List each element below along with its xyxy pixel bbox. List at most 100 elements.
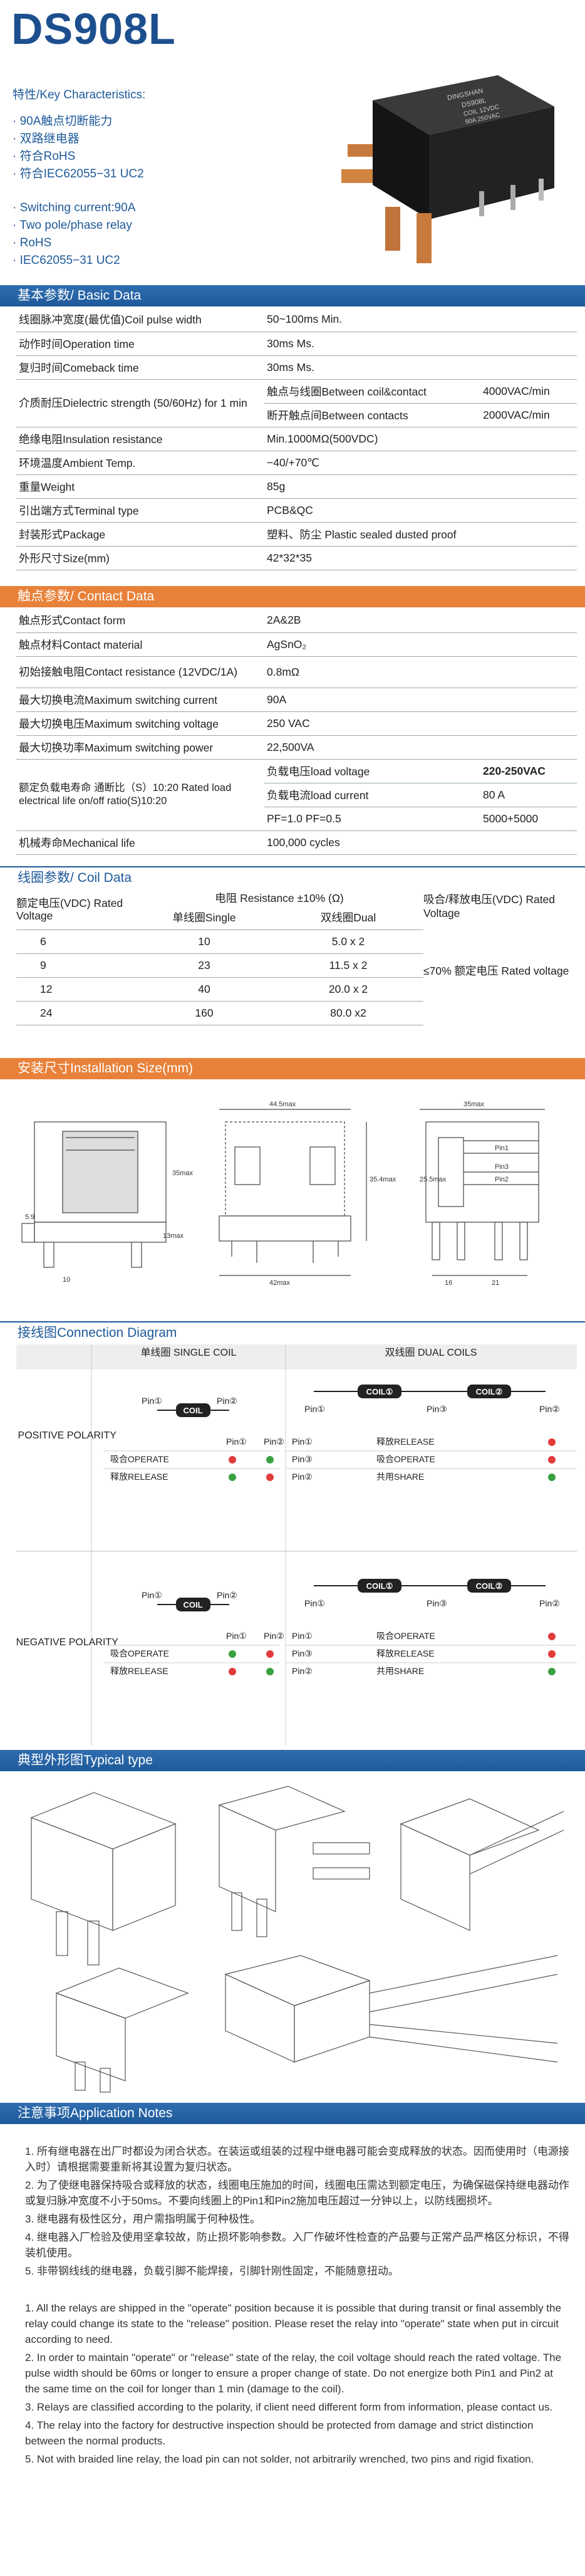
relay-photo: DINGSHAN DS908L COIL 12VDC 90A 250VAC — [341, 75, 554, 263]
coil-release-value: ≤70% 额定电压 Rated voltage — [423, 965, 569, 977]
svg-text:Pin②: Pin② — [264, 1437, 284, 1447]
note-en-2: 2. In order to maintain "operate" or "re… — [25, 2352, 562, 2395]
wiring-positive: 正极性 POSITIVE POLARITY — [16, 1430, 116, 1441]
connection-diagram: 单线圈 SINGLE COIL 双线圈 DUAL COILS 正极性 POSIT… — [16, 1344, 577, 1746]
dim-h: 10 — [63, 1276, 70, 1284]
note-en-1: 1. All the relays are shipped in the "op… — [25, 2302, 561, 2345]
coil-release-heading: 吸合/释放电压(VDC) Rated Voltage — [423, 893, 556, 919]
svg-text:Pin②: Pin② — [217, 1396, 237, 1406]
dim-pin3: Pin3 — [495, 1163, 509, 1171]
dim-m: 16 — [445, 1279, 452, 1287]
key-cn-3: · 符合IEC62055−31 UC2 — [13, 167, 144, 181]
svg-text:Pin②: Pin② — [292, 1472, 313, 1482]
key-en-1: · Two pole/phase relay — [13, 219, 132, 232]
key-cn-0: · 90A触点切断能力 — [13, 115, 113, 128]
svg-text:共用SHARE: 共用SHARE — [376, 1472, 424, 1482]
coil-table: 额定电压(VDC) Rated Voltage 电阻 Resistance ±1… — [16, 890, 577, 1025]
dim-n: 21 — [492, 1279, 499, 1287]
section-coil: 线圈参数/ Coil Data — [0, 866, 585, 887]
key-cn-1: · 双路继电器 — [13, 132, 80, 145]
dim-pin2: Pin2 — [495, 1176, 509, 1183]
dim-i: 25.5max — [420, 1176, 447, 1183]
svg-text:吸合OPERATE: 吸合OPERATE — [376, 1631, 435, 1641]
section-basic: 基本参数/ Basic Data — [0, 285, 585, 306]
svg-text:Pin①: Pin① — [292, 1437, 313, 1447]
svg-text:吸合OPERATE: 吸合OPERATE — [110, 1648, 169, 1658]
section-typical: 典型外形图Typical type — [0, 1750, 585, 1771]
svg-text:Pin②: Pin② — [292, 1666, 313, 1676]
svg-text:COIL②: COIL② — [476, 1581, 503, 1591]
note-en-4: 4. The relay into the factory for destru… — [25, 2419, 534, 2447]
note-cn-1: 1. 所有继电器在出厂时都设为闭合状态。在装运或组装的过程中继电器可能会变成释放… — [25, 2145, 569, 2173]
note-cn-5: 5. 非带钢线线的继电器，负载引脚不能焊接，引脚针刚性固定，不能随意扭动。 — [25, 2265, 399, 2277]
svg-text:COIL①: COIL① — [366, 1387, 393, 1396]
svg-text:Pin③: Pin③ — [427, 1598, 447, 1608]
svg-text:释放RELEASE: 释放RELEASE — [110, 1472, 168, 1482]
table-row: 外形尺寸Size(mm)42*32*35 — [16, 546, 577, 570]
svg-text:吸合OPERATE: 吸合OPERATE — [110, 1454, 169, 1464]
svg-text:Pin③: Pin③ — [292, 1454, 313, 1464]
section-wiring: 接线图Connection Diagram — [0, 1321, 585, 1343]
svg-text:COIL②: COIL② — [476, 1387, 503, 1396]
svg-text:Pin③: Pin③ — [292, 1648, 313, 1658]
table-row: 初始接触电阻Contact resistance (12VDC/1A)0.8mΩ — [16, 656, 577, 688]
key-heading: 特性/Key Characteristics: — [13, 88, 146, 102]
svg-text:Pin①: Pin① — [226, 1631, 247, 1641]
note-cn-3: 3. 继电器有极性区分，用户需指明属于何种极性。 — [25, 2213, 261, 2225]
model-title: DS908L — [11, 4, 176, 53]
section-contact: 触点参数/ Contact Data — [0, 586, 585, 607]
key-en-0: · Switching current:90A — [13, 201, 136, 214]
svg-text:Pin①: Pin① — [142, 1590, 162, 1600]
table-row: 介质耐压Dielectric strength (50/60Hz) for 1 … — [16, 379, 577, 427]
key-cn-2: · 符合RoHS — [13, 150, 76, 163]
dim-a: 44.5max — [269, 1101, 296, 1108]
key-characteristics: 特性/Key Characteristics: · 90A触点切断能力 · 双路… — [13, 86, 145, 270]
dim-f: 42max — [269, 1279, 291, 1287]
svg-text:Pin①: Pin① — [304, 1598, 325, 1608]
svg-text:Pin①: Pin① — [304, 1404, 325, 1414]
wiring-dual: 双线圈 DUAL COILS — [385, 1347, 477, 1358]
note-en-3: 3. Relays are classified according to th… — [25, 2401, 553, 2413]
svg-text:COIL: COIL — [183, 1600, 202, 1610]
svg-text:释放RELEASE: 释放RELEASE — [110, 1666, 168, 1676]
note-en-5: 5. Not with braided line relay, the load… — [25, 2453, 534, 2465]
svg-text:COIL: COIL — [183, 1406, 202, 1415]
dim-b: 35max — [172, 1170, 194, 1177]
installation-drawing: 44.5max 42max 35.4max 35max 5.9 10 13max… — [21, 1101, 545, 1287]
table-row: 额定负载电寿命 通断比（S）10:20 Rated load electrica… — [16, 759, 577, 831]
note-cn-2: 2. 为了使继电器保持吸合或释放的状态，线圈电压施加的时间，线圈电压需达到额定电… — [25, 2179, 569, 2207]
wiring-negative: 反极性 NEGATIVE POLARITY — [16, 1636, 118, 1648]
notes-cn: 1. 所有继电器在出厂时都设为闭合状态。在装运或组装的过程中继电器可能会变成释放… — [25, 2144, 570, 2281]
svg-text:Pin②: Pin② — [539, 1598, 560, 1608]
svg-text:吸合OPERATE: 吸合OPERATE — [376, 1454, 435, 1464]
dim-pin1: Pin1 — [495, 1144, 509, 1152]
svg-text:Pin①: Pin① — [142, 1396, 162, 1406]
svg-text:Pin②: Pin② — [264, 1631, 284, 1641]
svg-text:释放RELEASE: 释放RELEASE — [376, 1648, 435, 1658]
svg-text:共用SHARE: 共用SHARE — [376, 1666, 424, 1676]
svg-text:Pin③: Pin③ — [427, 1404, 447, 1414]
dim-e: 35max — [463, 1101, 485, 1108]
note-cn-4: 4. 继电器入厂检验及使用坚拿较故，防止损坏影响参数。入厂作破坏性检查的产品要与… — [25, 2231, 569, 2259]
notes-en: 1. All the relays are shipped in the "op… — [25, 2300, 570, 2469]
svg-text:Pin②: Pin② — [539, 1404, 560, 1414]
table-row: 环境温度Ambient Temp.−40/+70℃ — [16, 451, 577, 475]
